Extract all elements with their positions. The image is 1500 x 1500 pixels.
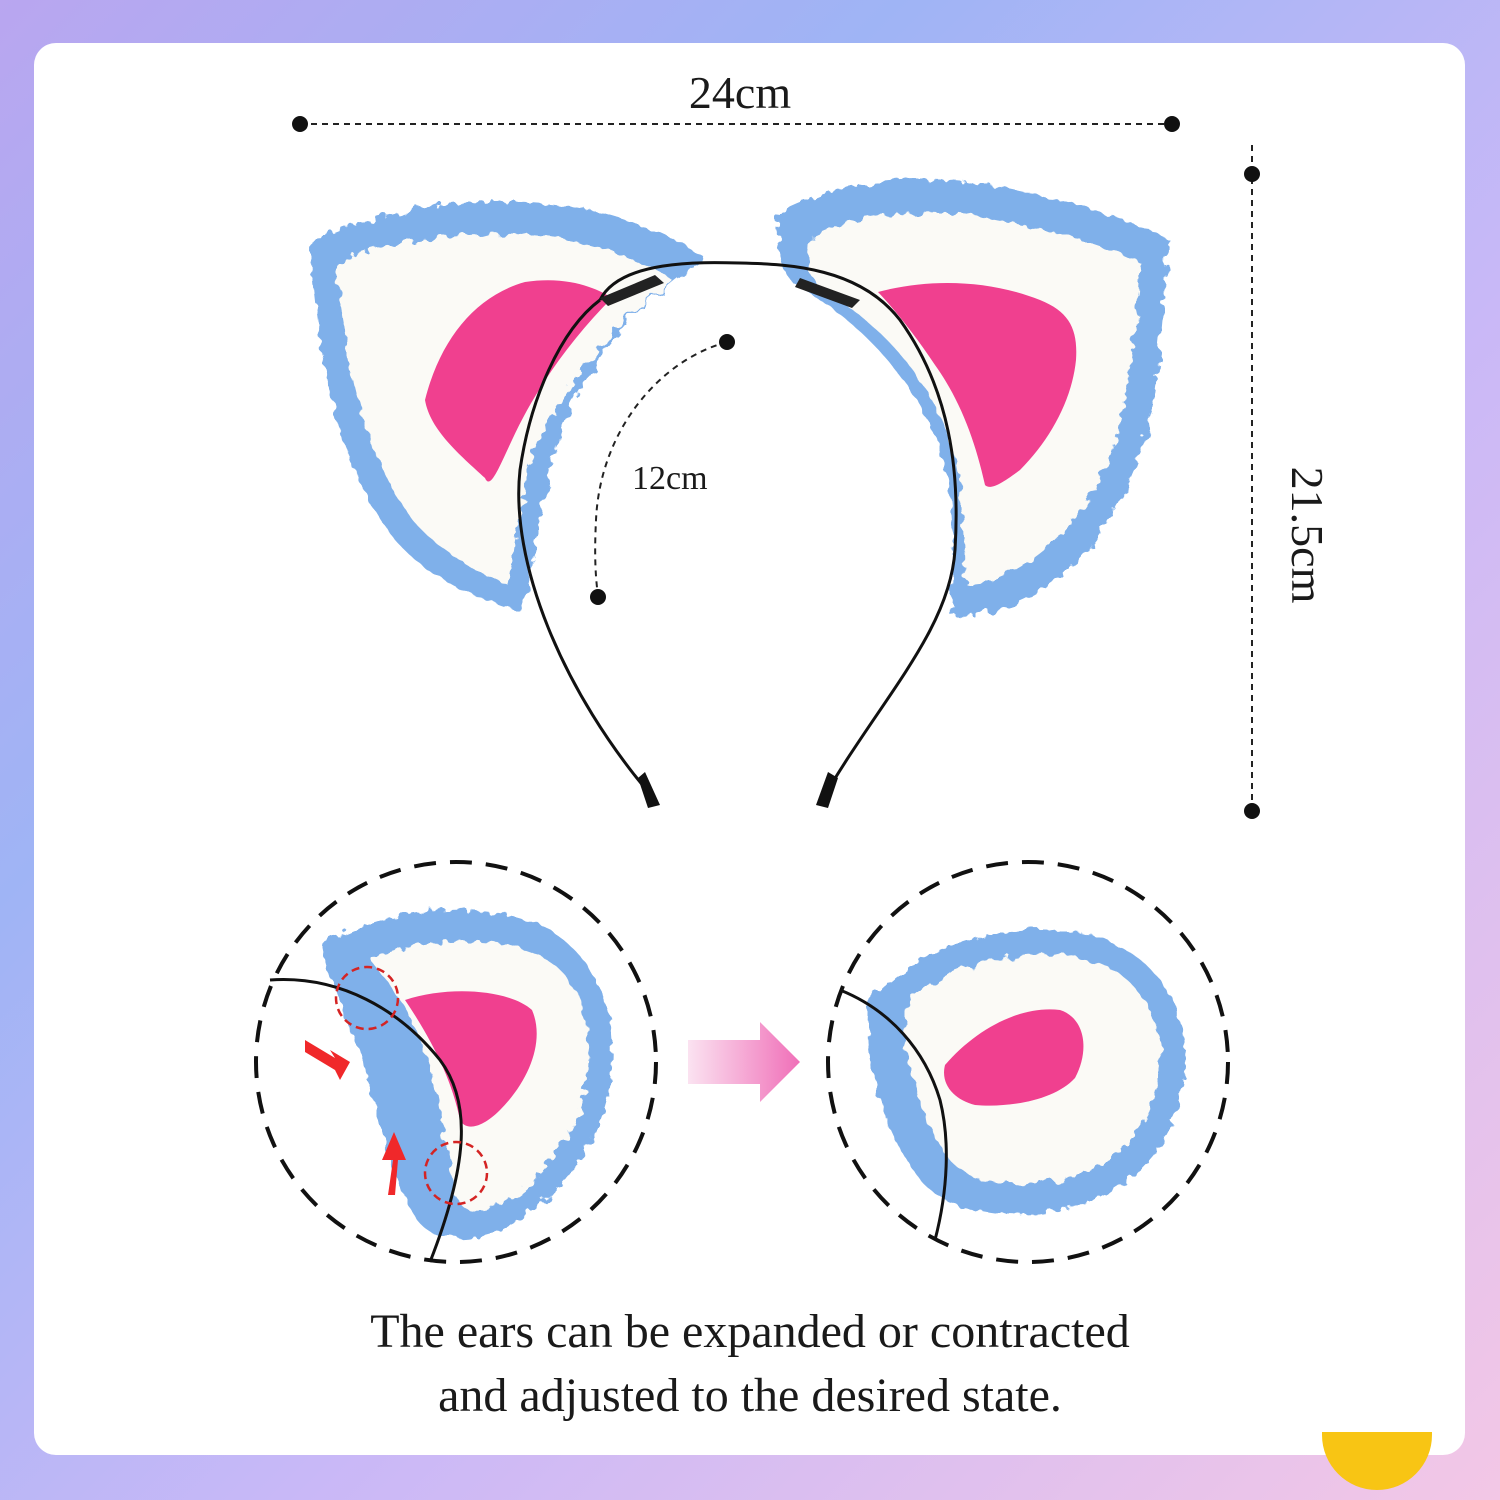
caption-line-2: and adjusted to the desired state. <box>438 1369 1062 1422</box>
arc-length-label: 12cm <box>632 460 708 497</box>
transition-arrow-icon <box>688 1022 800 1102</box>
content-card <box>34 43 1465 1455</box>
caption: The ears can be expanded or contracted a… <box>0 1300 1500 1428</box>
left-ear <box>311 201 705 612</box>
right-ear <box>776 179 1168 616</box>
height-label: 21.5cm <box>1282 466 1333 604</box>
detail-circle-before <box>254 860 658 1264</box>
red-arrow-icon <box>305 1040 350 1080</box>
detail-circle-after <box>826 860 1230 1264</box>
arc-dimension-line <box>590 334 735 605</box>
width-dimension-line <box>292 116 1180 132</box>
height-dimension-line <box>1244 145 1260 819</box>
headband-wire <box>517 261 958 808</box>
caption-line-1: The ears can be expanded or contracted <box>370 1305 1130 1358</box>
width-label: 24cm <box>688 67 792 118</box>
red-arrow-icon <box>382 1132 406 1195</box>
